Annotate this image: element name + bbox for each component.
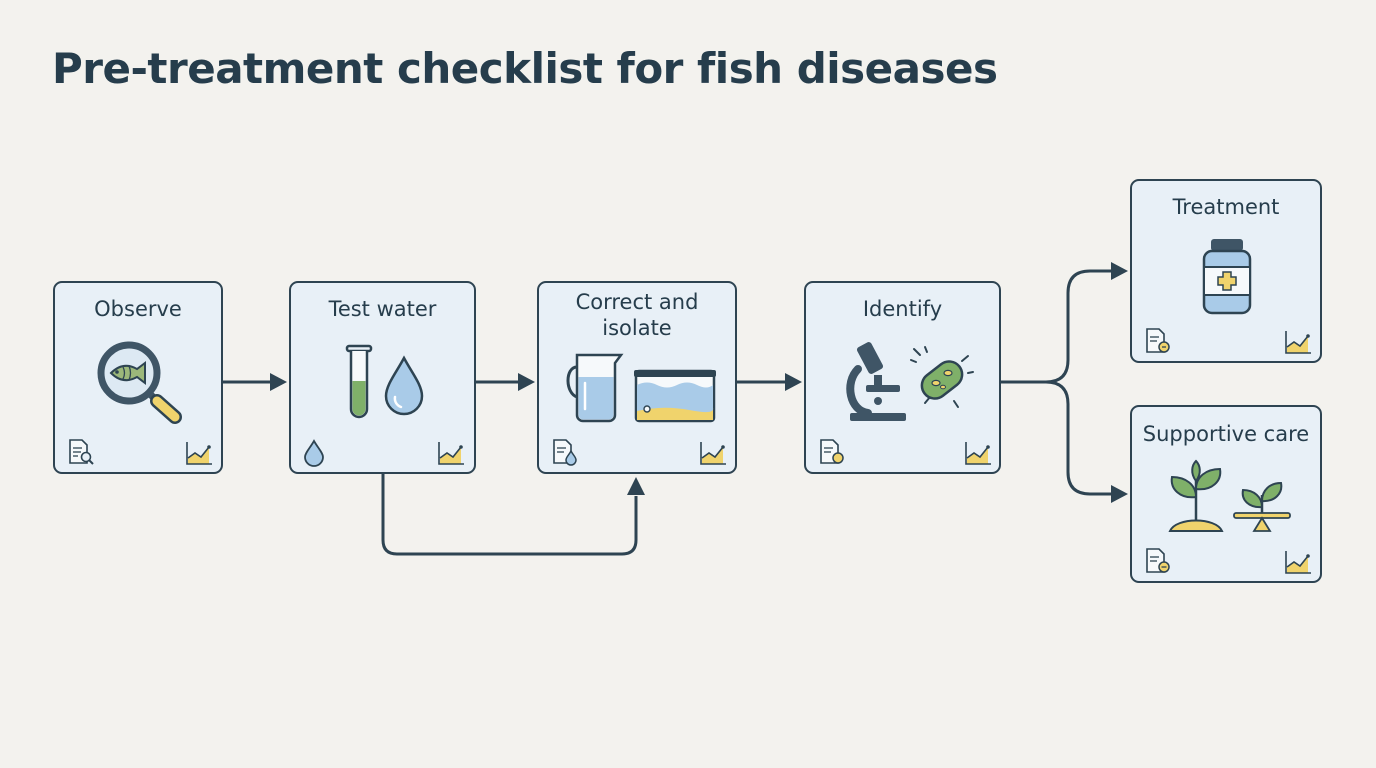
magnifier-fish-icon	[97, 341, 182, 424]
quarantine-tank-icon	[634, 369, 716, 423]
microscope-icon	[846, 342, 906, 421]
trend-chart-icon	[438, 442, 464, 465]
trend-chart-icon	[186, 442, 212, 465]
arrowhead-identify	[785, 373, 802, 391]
water-droplet-small-icon	[304, 439, 324, 467]
trend-chart-icon	[1285, 551, 1311, 574]
step-test-water: Test water	[289, 281, 476, 474]
arrowhead-test	[270, 373, 287, 391]
step-identify: Identify	[804, 281, 1001, 474]
step-label-identify: Identify	[862, 297, 943, 321]
water-pitcher-icon	[566, 353, 624, 423]
water-droplet-icon	[384, 355, 424, 416]
document-search-icon	[69, 439, 94, 465]
step-correct-and-isolate: Correct and isolate	[537, 281, 737, 474]
step-treatment: Treatment	[1130, 179, 1322, 363]
step-observe: Observe	[53, 281, 223, 474]
plant-sprout-icon	[1168, 459, 1224, 532]
document-droplet-icon	[553, 439, 577, 466]
branch-identify-to-supportive	[1045, 380, 1113, 496]
step-label-test-water: Test water	[328, 297, 437, 321]
arrowhead-supportive	[1111, 485, 1128, 503]
loop-test-to-correct	[381, 474, 638, 556]
step-supportive-care: Supportive care	[1130, 405, 1322, 583]
trend-chart-icon	[1285, 331, 1311, 354]
arrowhead-treatment	[1111, 262, 1128, 280]
arrowhead-correct	[518, 373, 535, 391]
trend-chart-icon	[700, 442, 726, 465]
trend-chart-icon	[965, 442, 991, 465]
balance-sprout-icon	[1233, 481, 1291, 532]
medicine-bottle-icon	[1202, 239, 1252, 315]
step-label-correct-and-isolate: Correct and isolate	[575, 290, 699, 340]
document-check-icon	[820, 439, 844, 464]
document-badge-icon	[1146, 328, 1170, 353]
bacterium-icon	[910, 346, 974, 408]
branch-identify-to-treatment	[1001, 269, 1113, 384]
test-tube-icon	[345, 344, 373, 419]
step-label-observe: Observe	[94, 297, 182, 321]
page-title: Pre-treatment checklist for fish disease…	[52, 44, 998, 93]
step-label-supportive-care: Supportive care	[1142, 422, 1310, 446]
step-label-treatment: Treatment	[1172, 195, 1280, 219]
arrowhead-loop	[627, 477, 645, 495]
document-badge-icon	[1146, 548, 1170, 573]
